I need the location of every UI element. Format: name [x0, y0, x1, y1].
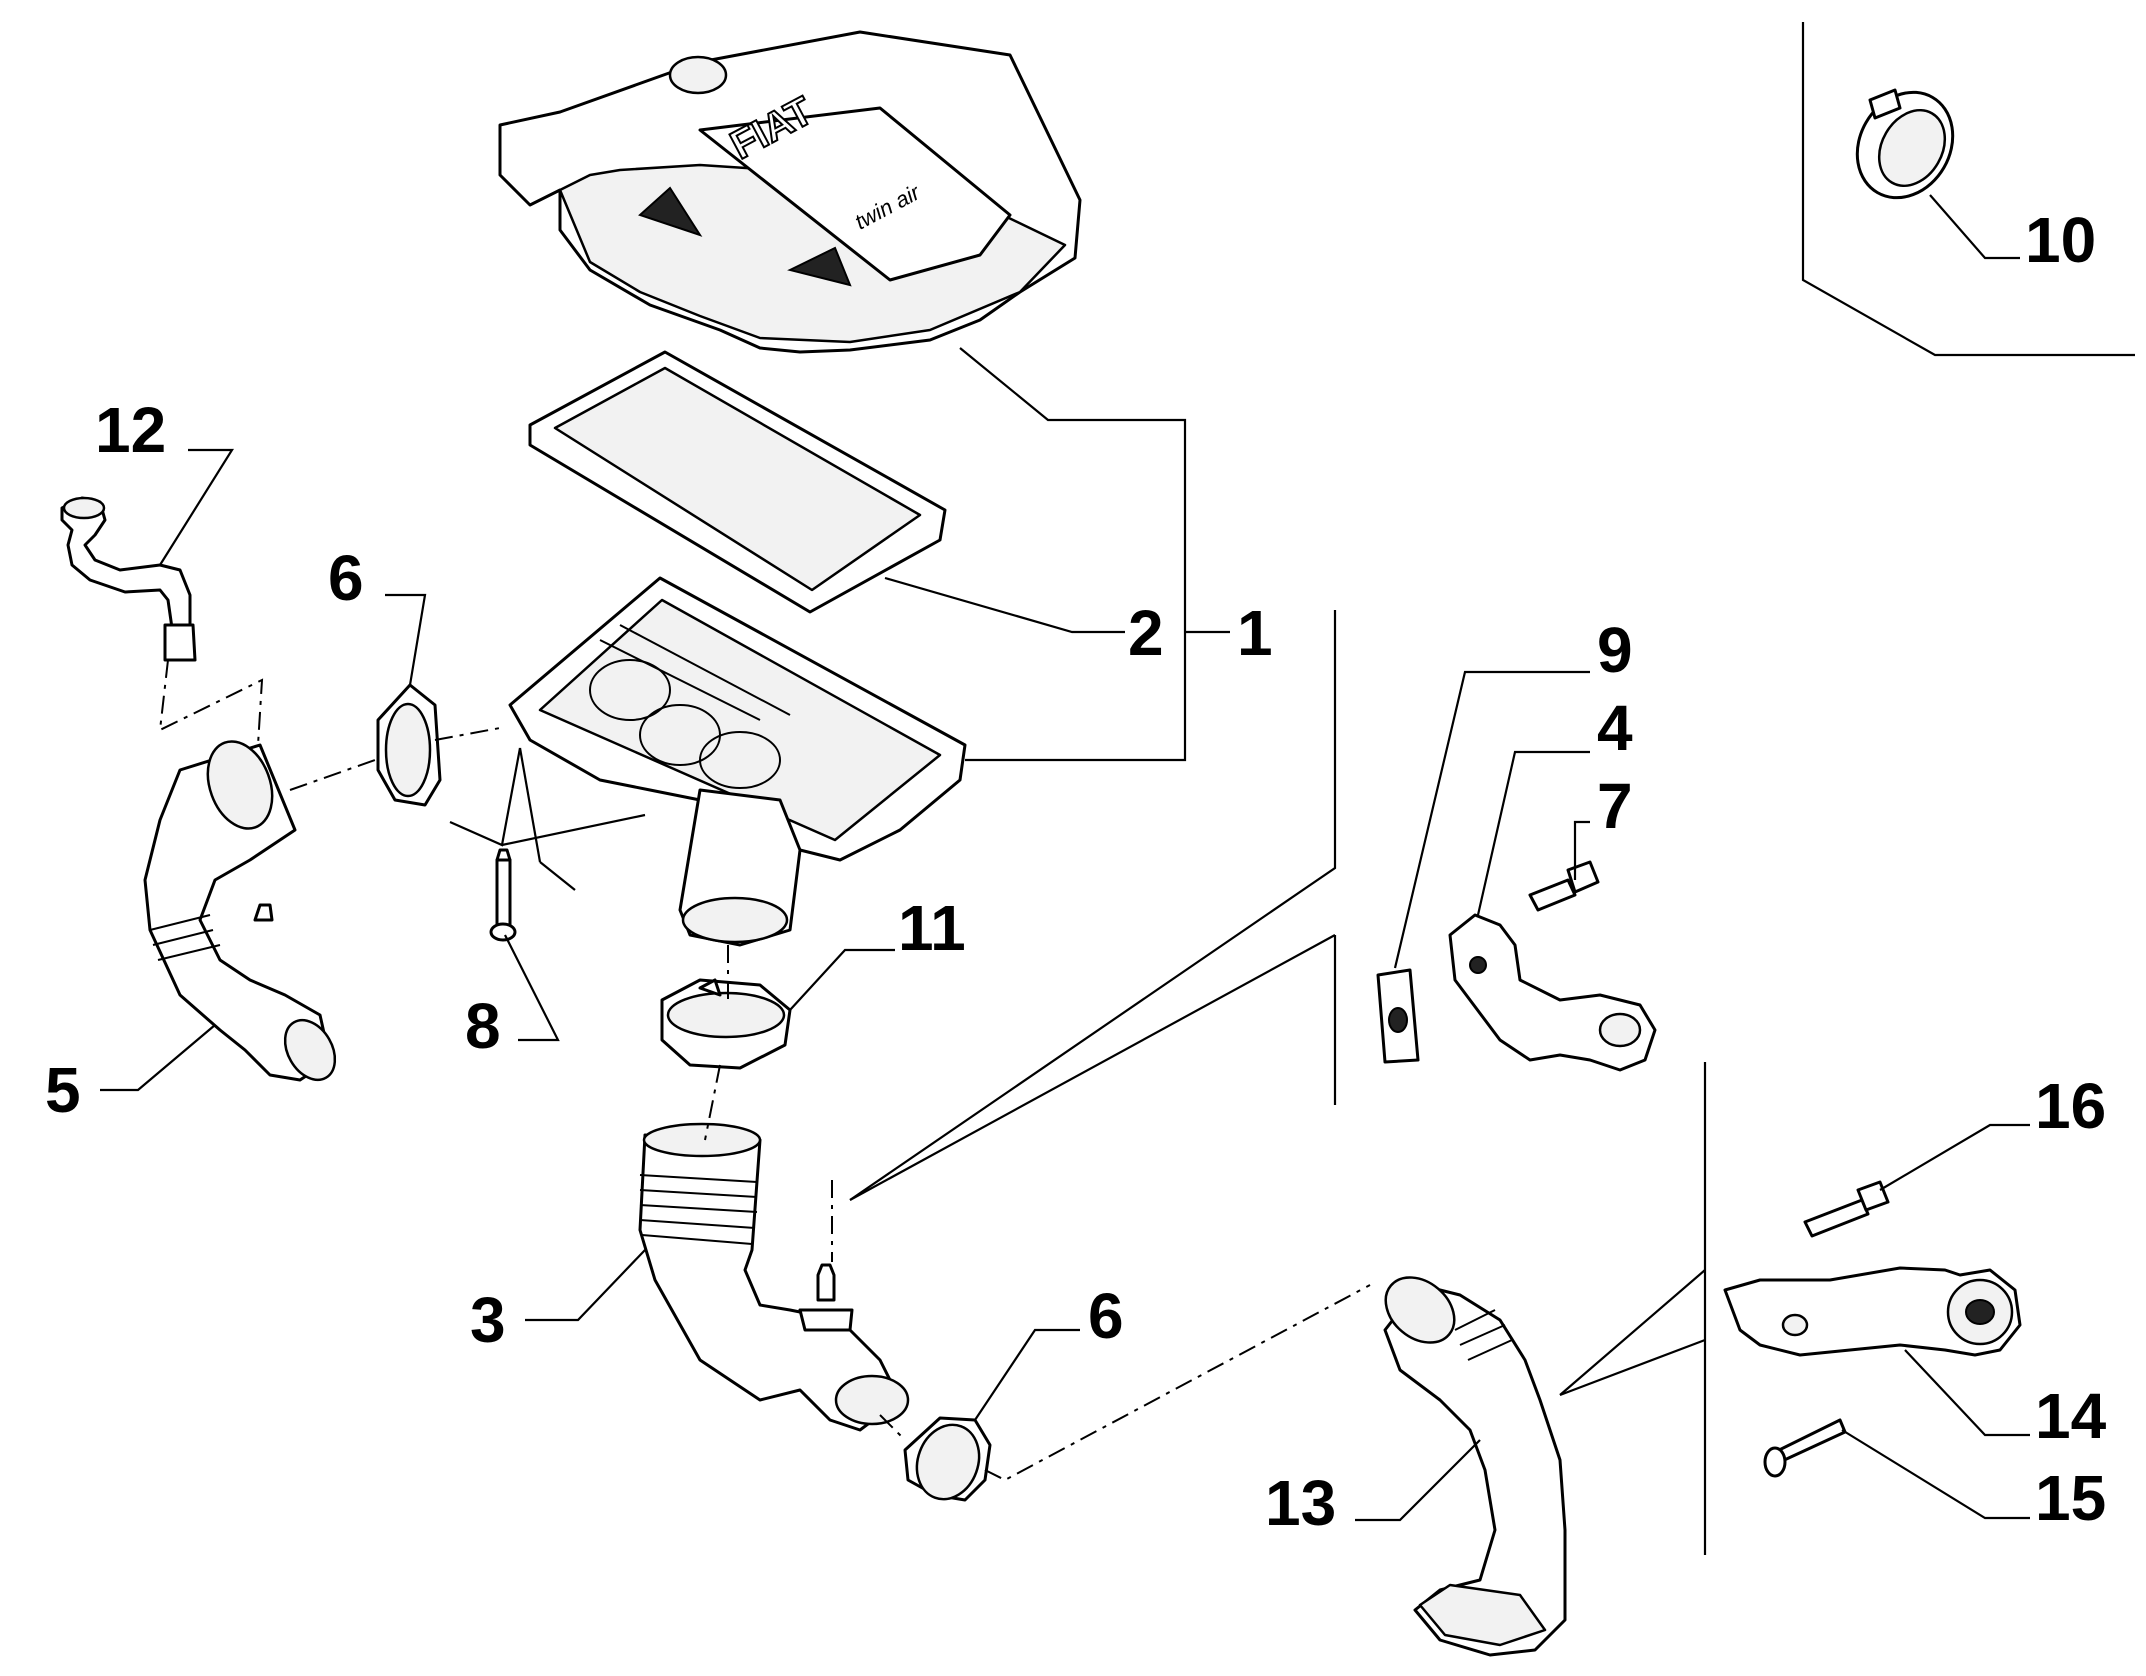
callout-2: 2: [1128, 597, 1164, 669]
callout-12: 12: [95, 394, 166, 466]
callout-labels: 1 2 3 4 5 6 6 7 8 9 10 11 12 13 14 15 16: [45, 204, 2107, 1539]
callout-10: 10: [2025, 204, 2096, 276]
bracket-14: [1723, 1266, 2022, 1357]
rivet-15: [1763, 1418, 1847, 1478]
callout-9: 9: [1597, 614, 1633, 686]
clip-9: [1376, 968, 1420, 1064]
bolt-16: [1803, 1180, 1890, 1238]
air-duct-3: [638, 1122, 910, 1432]
center-lines: [158, 659, 1371, 1482]
leader-lines: [100, 22, 2135, 1555]
callout-3: 3: [470, 1284, 506, 1356]
callout-14: 14: [2035, 1380, 2107, 1452]
bolt-7: [1528, 860, 1600, 912]
air-box-housing: [508, 576, 967, 947]
bracket-4: [1448, 913, 1657, 1072]
intake-duct-13: [1383, 1276, 1567, 1657]
callout-15: 15: [2035, 1462, 2106, 1534]
hose-clamp-6-upper: [376, 683, 442, 807]
callout-11: 11: [898, 892, 966, 964]
inlet-pipe-5: [143, 740, 337, 1082]
callout-7: 7: [1597, 770, 1633, 842]
hose-clamp-11: [660, 978, 792, 1070]
engine-cover: FIAT twin air: [498, 30, 1082, 354]
air-filter-element: [528, 350, 947, 614]
callout-5: 5: [45, 1054, 81, 1126]
breather-hose-12: [60, 496, 197, 662]
hose-clamp-10: [1855, 88, 1955, 200]
callout-8: 8: [465, 990, 501, 1062]
callout-16: 16: [2035, 1070, 2106, 1142]
callout-4: 4: [1597, 692, 1633, 764]
callout-6-upper: 6: [328, 542, 364, 614]
screw-8: [489, 848, 517, 942]
callout-6-lower: 6: [1088, 1280, 1124, 1352]
callout-13: 13: [1265, 1467, 1336, 1539]
hose-clamp-6-lower: [903, 1416, 992, 1502]
callout-1: 1: [1237, 597, 1273, 669]
